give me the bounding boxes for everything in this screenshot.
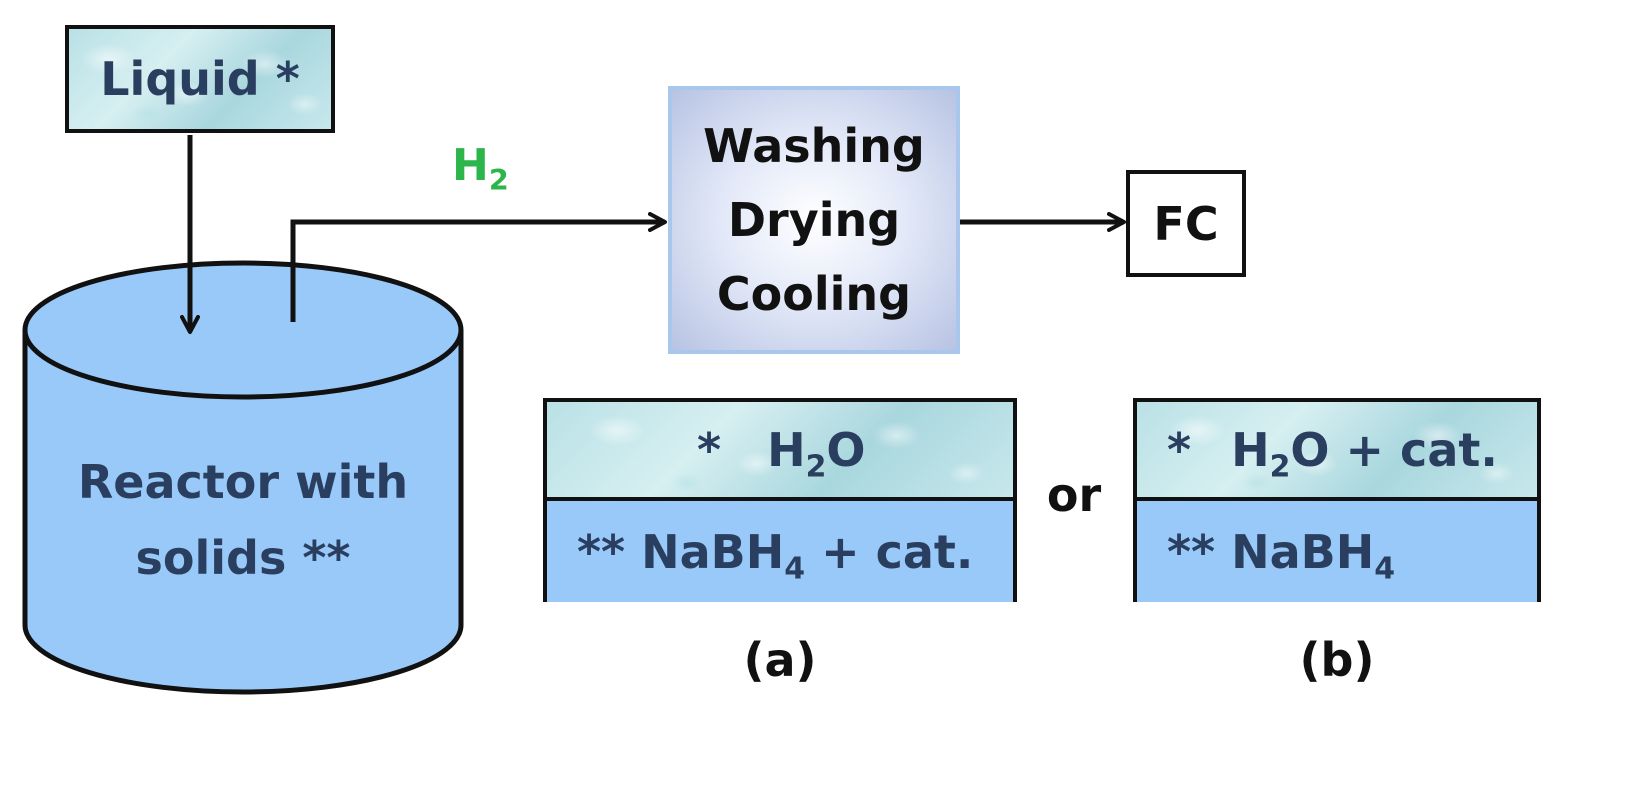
fuel-cell-label: FC	[1153, 196, 1219, 251]
option-b-solid-formula: NaBH4	[1231, 524, 1396, 586]
option-a-solid-formula: NaBH4 + cat.	[641, 524, 974, 586]
process-box: Washing Drying Cooling	[668, 86, 960, 354]
option-b-liquid-formula: H2O + cat.	[1231, 422, 1498, 484]
reactor-label: Reactor with solids **	[25, 440, 461, 600]
liquid-box: Liquid *	[65, 25, 335, 133]
reactor-label-line1: Reactor with	[77, 455, 409, 509]
option-b-box: * H2O + cat. ** NaBH4	[1133, 398, 1541, 602]
reactor-cylinder	[22, 260, 464, 695]
option-a-solid-row: ** NaBH4 + cat.	[547, 501, 1013, 602]
process-step-drying: Drying	[727, 193, 901, 247]
option-b-liquid-marker: *	[1167, 422, 1192, 477]
option-a-caption: (a)	[743, 633, 817, 687]
option-a-liquid-row: * H2O	[547, 402, 1013, 501]
process-step-washing: Washing	[703, 119, 925, 173]
or-label: or	[1046, 468, 1102, 522]
reactor-label-line2: solids **	[135, 531, 351, 585]
option-a-solid-marker: **	[577, 524, 626, 579]
fuel-cell-box: FC	[1126, 170, 1246, 277]
option-b-solid-row: ** NaBH4	[1137, 501, 1537, 602]
process-step-cooling: Cooling	[716, 267, 912, 321]
option-b-caption: (b)	[1299, 633, 1375, 687]
h2-gas-label: H2	[452, 140, 509, 197]
liquid-label: Liquid *	[100, 52, 300, 106]
option-a-liquid-formula: H2O	[767, 422, 866, 484]
option-a-box: * H2O ** NaBH4 + cat.	[543, 398, 1017, 602]
h2-flow-arrow	[290, 212, 667, 322]
option-b-liquid-row: * H2O + cat.	[1137, 402, 1537, 501]
option-a-liquid-marker: *	[697, 422, 722, 477]
option-b-solid-marker: **	[1167, 524, 1216, 579]
